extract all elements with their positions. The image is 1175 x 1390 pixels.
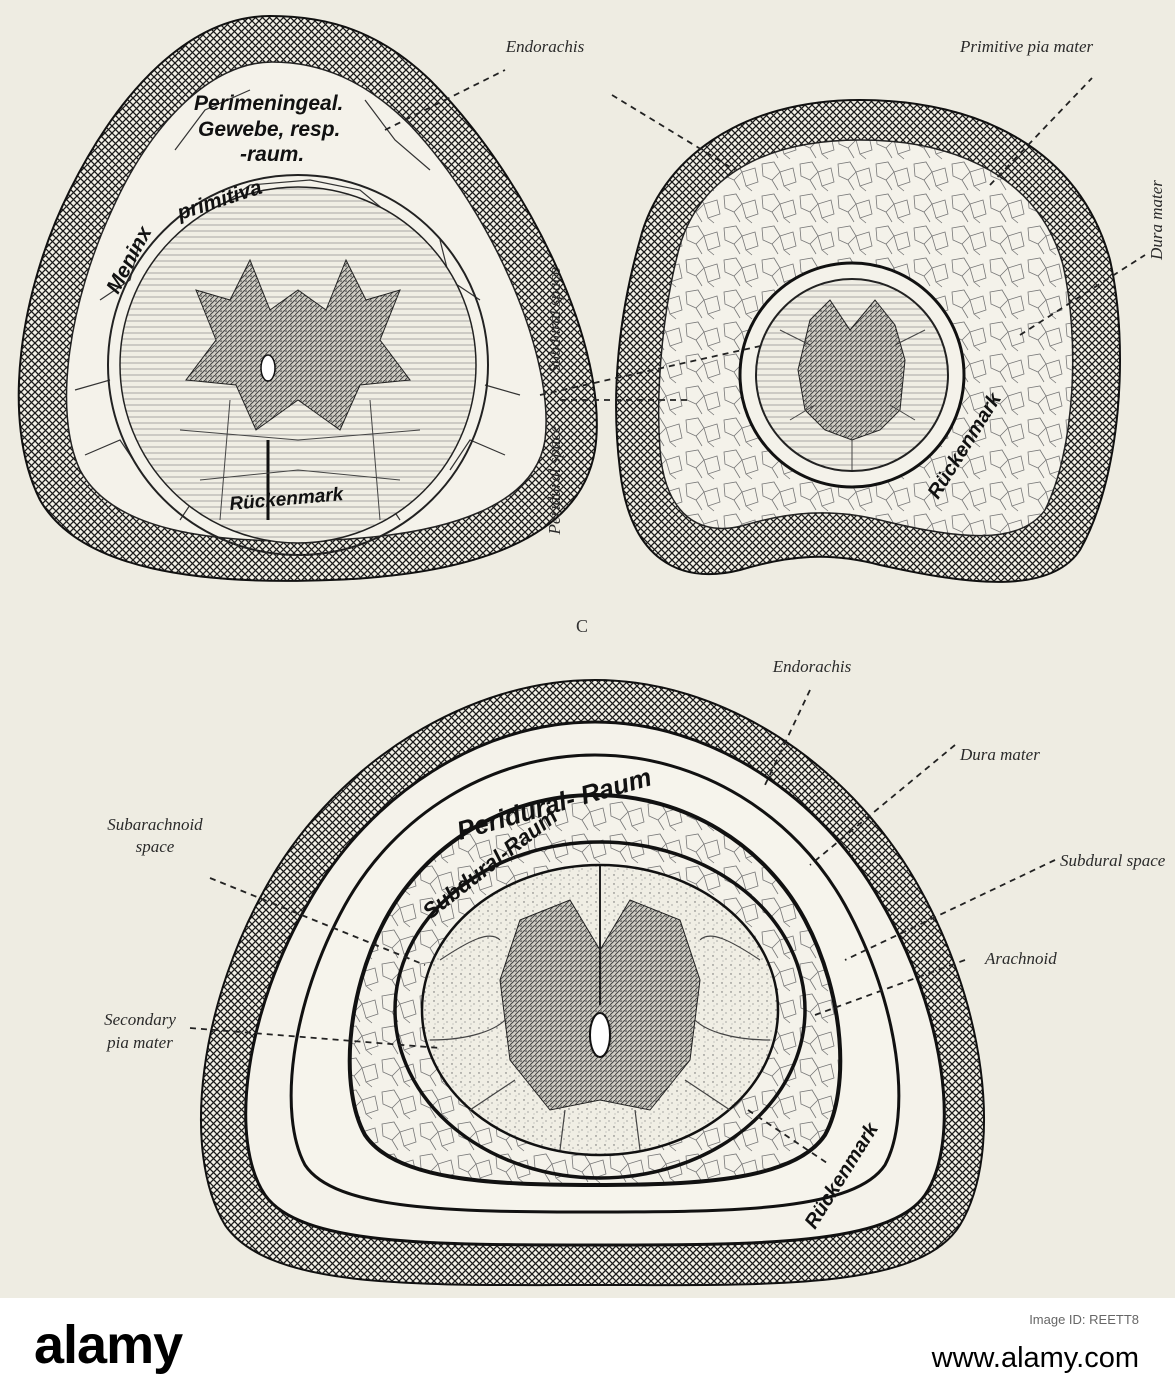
white-matter-tracts-c xyxy=(429,935,771,1151)
central-canal-c xyxy=(589,1012,611,1058)
label-peridural-space-vertical: Peridural space xyxy=(545,425,564,536)
arachnoid-c xyxy=(393,840,807,1180)
label-secondary-pia-2: pia mater xyxy=(106,1033,173,1052)
stock-url-text: www.alamy.com xyxy=(931,1342,1139,1374)
grey-matter-a xyxy=(185,258,411,431)
primitive-meninx-a xyxy=(107,174,489,556)
cord-septa-b xyxy=(779,329,926,470)
label-subarachnoid-space-1: Subarachnoid xyxy=(107,815,203,834)
perimeningeal-text-2: Gewebe, resp. xyxy=(198,118,340,141)
grey-matter-b xyxy=(797,299,906,441)
label-endorachis-bottom: Endorachis xyxy=(772,657,852,676)
perimeningeal-text-1: Perimeningeal. xyxy=(194,92,343,115)
central-canal-a xyxy=(260,354,276,382)
alamy-logo: alamy xyxy=(34,1315,183,1375)
panel-a: Perimeningeal. Gewebe, resp. -raum. Meni… xyxy=(17,14,598,582)
annotation-labels: Endorachis Primitive pia mater Subdural … xyxy=(104,37,1166,1052)
stock-watermark-bar: alamy Image ID: REETT8 www.alamy.com xyxy=(0,1298,1175,1390)
label-subdural-space-vertical: Subdural space xyxy=(545,267,564,373)
label-secondary-pia-1: Secondary xyxy=(104,1010,176,1029)
meninx-divisions-a xyxy=(179,399,421,521)
label-primitive-pia-mater: Primitive pia mater xyxy=(959,37,1094,56)
leader-lines xyxy=(189,69,1146,1166)
image-id-text: Image ID: REETT8 xyxy=(1029,1312,1139,1327)
panel-c-letter: C xyxy=(576,616,588,636)
label-subdural-space-bottom: Subdural space xyxy=(1060,851,1166,870)
panel-c: C Peridural- Raum Subdural-Raum Rückenma… xyxy=(199,616,986,1287)
panel-b: Rückenmark xyxy=(615,98,1121,583)
label-dura-mater-vertical: Dura mater xyxy=(1147,180,1166,261)
label-endorachis-top: Endorachis xyxy=(505,37,585,56)
label-dura-mater-bottom: Dura mater xyxy=(959,745,1040,764)
perimeningeal-text-3: -raum. xyxy=(240,143,304,166)
label-subarachnoid-space-2: space xyxy=(136,837,175,856)
label-arachnoid: Arachnoid xyxy=(984,949,1057,968)
spinal-meninges-figure: Perimeningeal. Gewebe, resp. -raum. Meni… xyxy=(17,14,1166,1287)
